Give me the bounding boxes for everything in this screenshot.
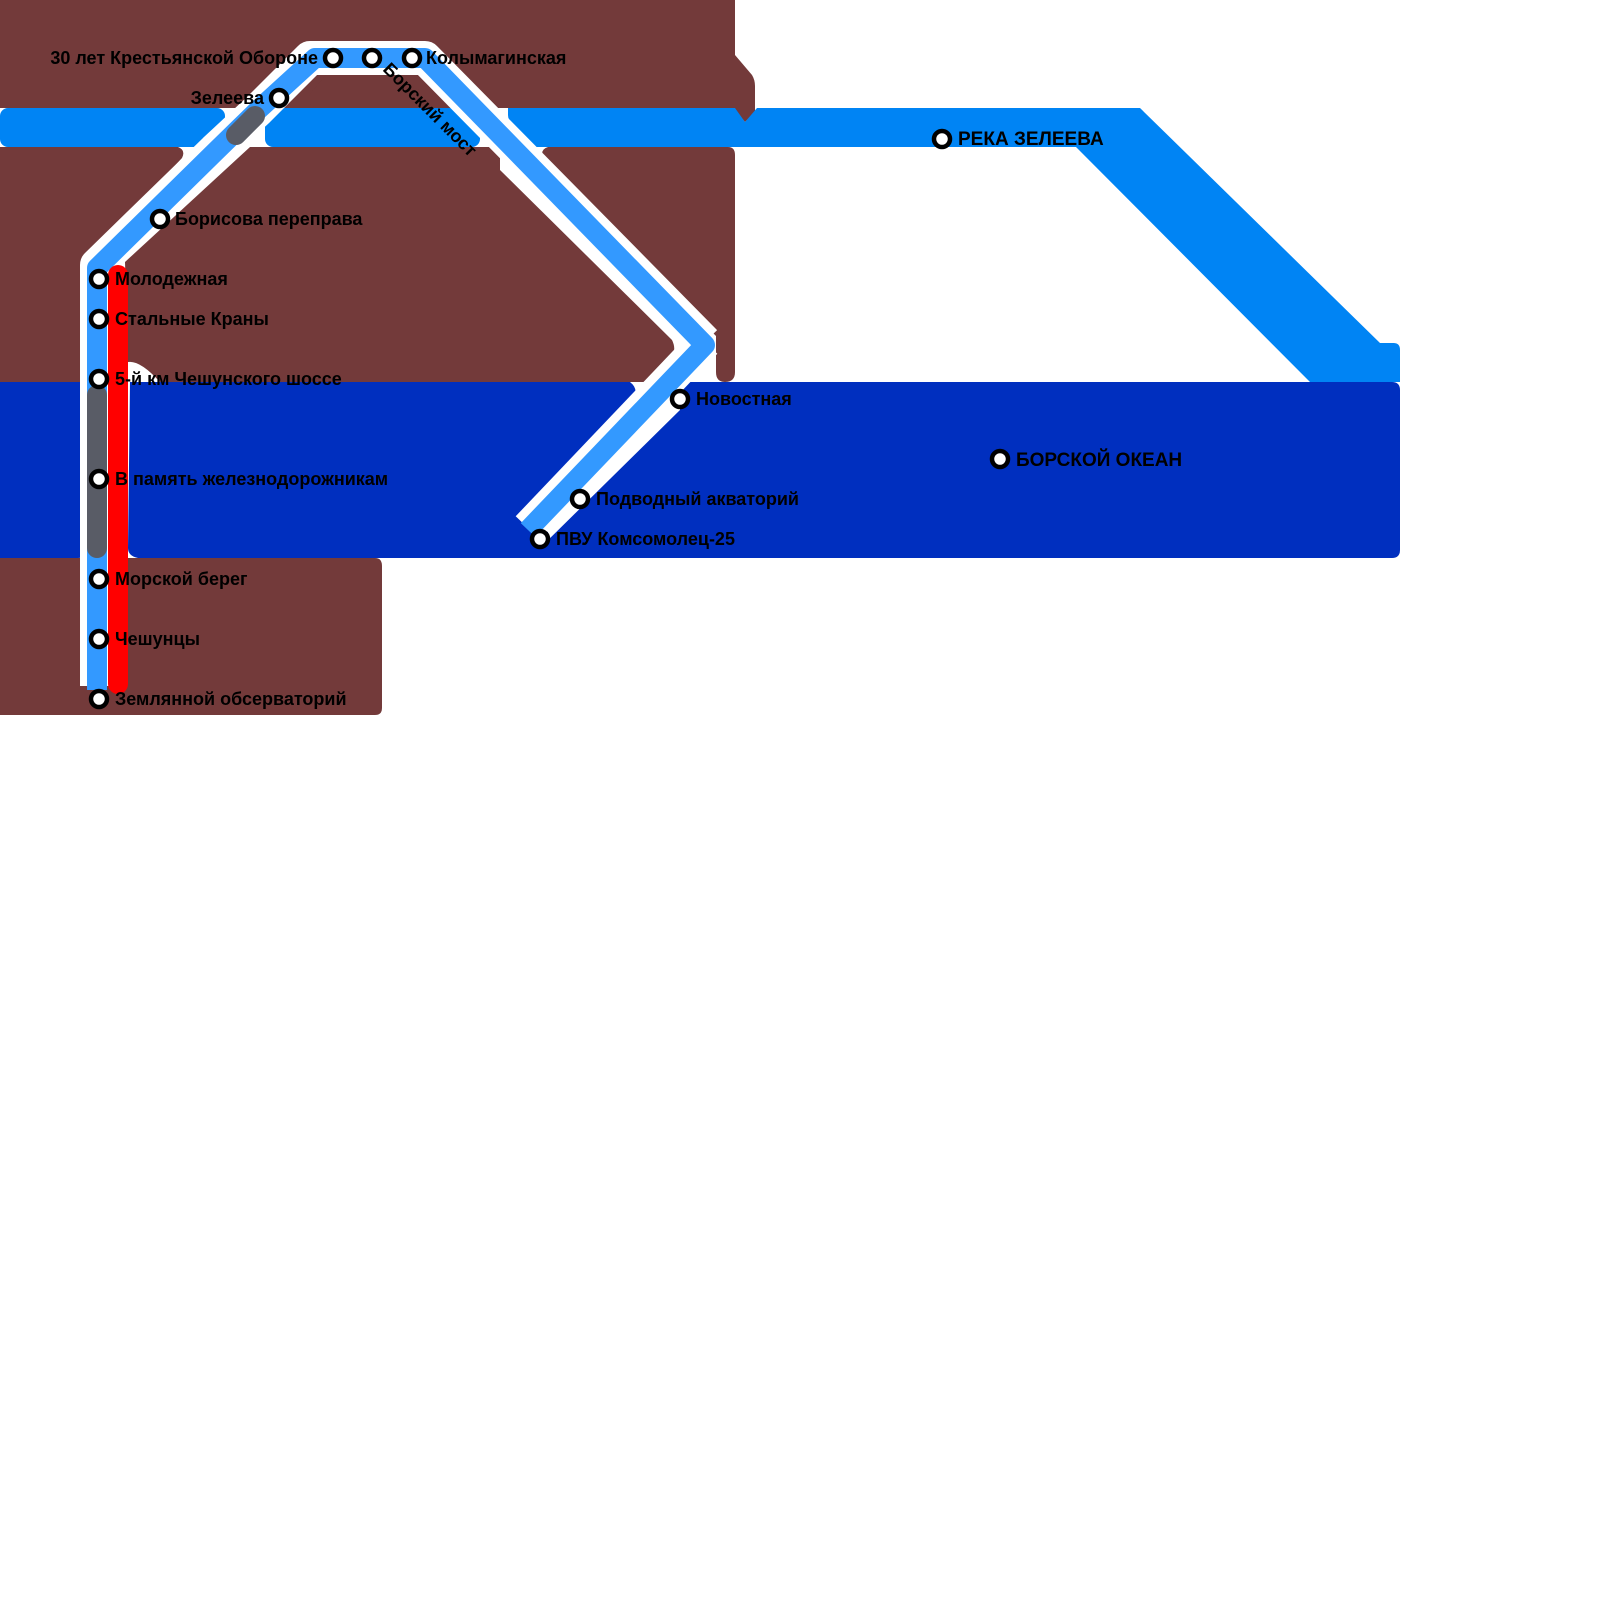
ocean-borskoy	[0, 382, 1400, 558]
station-label: Молодежная	[115, 269, 228, 289]
station[interactable]: Чешунцы	[88, 628, 200, 650]
station-marker[interactable]	[88, 368, 110, 390]
station-marker[interactable]	[529, 528, 551, 550]
station-marker[interactable]	[88, 268, 110, 290]
river-segment-left	[0, 108, 225, 147]
station-label: Борисова переправа	[175, 209, 363, 229]
river-marker	[931, 128, 953, 150]
station-label: В память железнодорожникам	[115, 469, 388, 489]
ocean-name: БОРСКОЙ ОКЕАН	[1016, 449, 1182, 471]
station[interactable]: 30 лет Крестьянской Обороне	[50, 47, 344, 69]
station-label: Стальные Краны	[115, 309, 269, 329]
station[interactable]: Борисова переправа	[149, 208, 363, 230]
station-label: Новостная	[696, 389, 792, 409]
station-label: Чешунцы	[115, 629, 200, 649]
ocean-marker	[989, 448, 1011, 470]
river-segment-right	[508, 108, 1400, 382]
station[interactable]: Колымагинская	[401, 47, 566, 69]
water-labels: РЕКА ЗЕЛЕЕВА БОРСКОЙ ОКЕАН	[931, 128, 1182, 471]
river-zeleeva	[0, 108, 1400, 382]
river-segment-mid	[265, 108, 480, 147]
river-label: РЕКА ЗЕЛЕЕВА	[931, 128, 1104, 150]
station-marker[interactable]	[88, 568, 110, 590]
station-label: 30 лет Крестьянской Обороне	[50, 48, 318, 68]
line-gray-bridge	[226, 106, 265, 145]
station-label: ПВУ Комсомолец-25	[556, 529, 735, 549]
station-marker[interactable]	[88, 468, 110, 490]
station[interactable]: Землянной обсерваторий	[88, 688, 347, 710]
ocean-body-main	[128, 382, 1400, 558]
station[interactable]: Новостная	[669, 388, 792, 410]
station-marker[interactable]	[88, 628, 110, 650]
station-marker[interactable]	[88, 688, 110, 710]
station-marker[interactable]	[268, 87, 290, 109]
station-marker[interactable]	[88, 308, 110, 330]
station-marker[interactable]	[401, 47, 423, 69]
line-blue	[87, 48, 715, 690]
station[interactable]: Стальные Краны	[88, 308, 269, 330]
ocean-body	[0, 382, 88, 558]
station-marker[interactable]	[361, 47, 383, 69]
station-label: 5-й км Чешунского шоссе	[115, 369, 342, 389]
station-label: Зелеева	[191, 88, 265, 108]
station-marker[interactable]	[669, 388, 691, 410]
station[interactable]: Зелеева	[191, 87, 290, 109]
station-marker[interactable]	[322, 47, 344, 69]
station[interactable]: Молодежная	[88, 268, 228, 290]
station[interactable]: Морской берег	[88, 568, 248, 590]
land-middle-block	[125, 147, 675, 382]
lines	[87, 48, 715, 694]
station-label: Морской берег	[115, 569, 248, 589]
ocean-label: БОРСКОЙ ОКЕАН	[989, 448, 1182, 471]
station-label: Землянной обсерваторий	[115, 689, 347, 709]
river-name: РЕКА ЗЕЛЕЕВА	[958, 129, 1104, 150]
station[interactable]: В память железнодорожникам	[88, 468, 388, 490]
station[interactable]: ПВУ Комсомолец-25	[529, 528, 735, 550]
station-label: Подводный акваторий	[596, 489, 799, 509]
station[interactable]: Подводный акваторий	[569, 488, 799, 510]
station-label: Колымагинская	[426, 48, 566, 68]
station-marker[interactable]	[569, 488, 591, 510]
station[interactable]: 5-й км Чешунского шоссе	[88, 368, 342, 390]
station-marker[interactable]	[149, 208, 171, 230]
